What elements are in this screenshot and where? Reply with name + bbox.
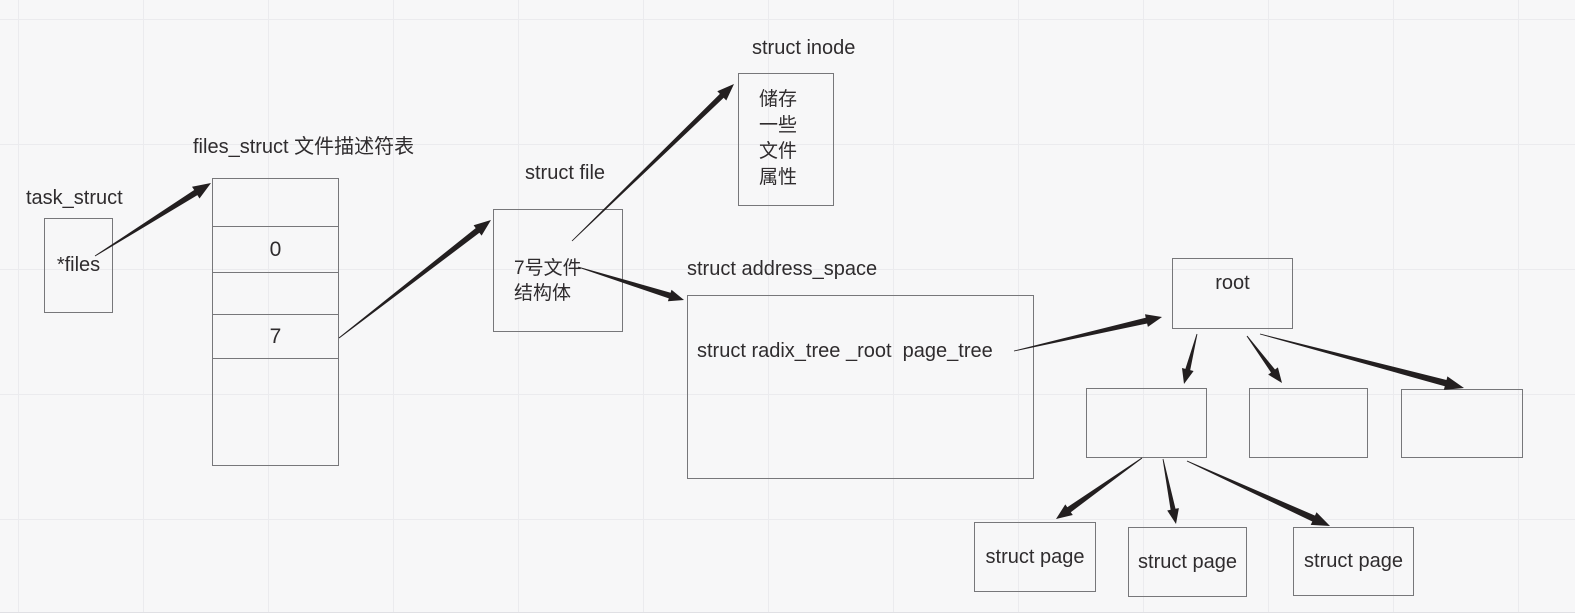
arrow-child1-to-page-3	[1186, 460, 1330, 526]
radix-child-box-3	[1401, 389, 1523, 458]
radix-root-box: root	[1172, 258, 1293, 329]
address-space-label: struct address_space	[687, 258, 878, 280]
arrow-root-to-child-2	[1246, 335, 1282, 383]
struct-page-box-3: struct page	[1293, 527, 1414, 596]
arrow-child1-to-page-2	[1162, 458, 1179, 524]
struct-file-label: struct file	[525, 162, 606, 184]
radix-child-box-1	[1086, 388, 1207, 458]
arrow-fd7-to-struct-file	[338, 220, 491, 339]
struct-page-box-2: struct page	[1128, 527, 1247, 597]
fd-cell-empty-2	[213, 273, 338, 315]
struct-file-line-2: 结构体	[514, 283, 572, 304]
struct-page-box-1: struct page	[974, 522, 1096, 592]
arrow-root-to-child-1	[1182, 333, 1198, 384]
struct-inode-label: struct inode	[752, 37, 856, 59]
radix-tree-root-field: struct radix_tree _root page_tree	[697, 340, 993, 362]
fd-cell-7: 7	[213, 315, 338, 359]
task-struct-label: task_struct	[26, 187, 123, 209]
inode-line-4: 属性	[759, 167, 798, 188]
fd-cell-empty-3	[213, 359, 338, 465]
arrow-child1-to-page-1	[1056, 457, 1143, 519]
arrow-pagetree-to-root	[1013, 314, 1162, 352]
fd-table: 0 7	[212, 178, 339, 466]
struct-file-box: 7号文件 结构体	[493, 209, 623, 332]
radix-root-label: root	[1215, 272, 1250, 294]
radix-child-box-2	[1249, 388, 1368, 458]
task-struct-box: *files	[44, 218, 113, 313]
fd-cell-0: 0	[213, 227, 338, 273]
files-struct-label: files_struct 文件描述符表	[193, 136, 415, 158]
inode-line-3: 文件	[759, 141, 798, 162]
struct-inode-box: 储存 一些 文件 属性	[738, 73, 834, 206]
address-space-box: struct radix_tree _root page_tree	[687, 295, 1034, 479]
arrow-root-to-child-3	[1259, 333, 1464, 390]
files-pointer-field: *files	[56, 254, 101, 276]
inode-line-1: 储存	[759, 89, 798, 110]
fd-cell-empty-1	[213, 179, 338, 227]
struct-file-line-1: 7号文件	[514, 258, 582, 279]
inode-line-2: 一些	[759, 115, 798, 136]
